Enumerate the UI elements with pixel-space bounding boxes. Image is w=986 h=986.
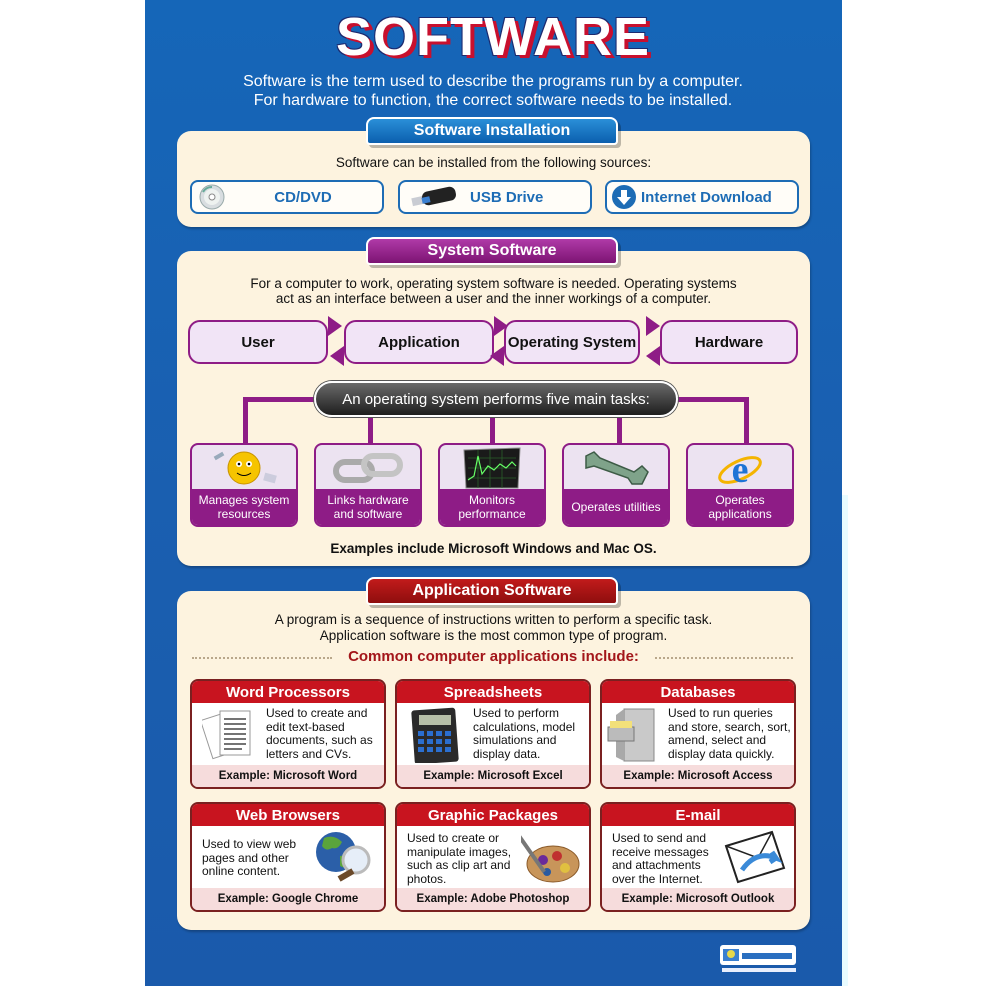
flow-user: User [188,320,328,364]
application-text-2: Application software is the most common … [319,628,668,643]
card-body: Used to send and receive messages and at… [602,826,794,888]
performance-monitor-icon [440,445,544,491]
source-label: CD/DVD [274,188,332,206]
card-databases: Databases Used to run queries and store,… [600,679,796,789]
source-cd-dvd: CD/DVD [190,180,384,214]
system-text-2: act as an interface between a user and t… [275,291,712,306]
card-title: Databases [602,681,794,703]
divider [655,657,793,659]
card-description: Used to send and receive messages and at… [612,831,709,886]
download-icon [607,184,641,210]
system-text-1: For a computer to work, operating system… [250,276,737,291]
card-title: Web Browsers [192,804,384,826]
card-title: Spreadsheets [397,681,589,703]
card-example: Example: Microsoft Outlook [602,888,794,910]
usb-drive-icon [400,185,470,209]
filing-cabinet-icon [606,707,662,768]
page-title: SOFTWARE [336,7,650,67]
card-description: Used to create or manipulate images, suc… [407,831,512,886]
task-manages-resources: Manages system resources [190,443,298,527]
connector-line [744,397,749,445]
wrench-icon [564,445,668,491]
divider [192,657,332,659]
intro-text: Software is the term used to describe th… [0,72,986,110]
connector-line [490,416,495,444]
applications-subheading: Common computer applications include: [348,648,639,665]
arrow-right-icon [494,316,508,336]
card-title: E-mail [602,804,794,826]
card-body: Used to create and edit text-based docum… [192,703,384,765]
connector-line [243,397,248,445]
arrow-left-icon [490,346,504,366]
card-description: Used to view web pages and other online … [202,837,297,878]
task-operates-utilities: Operates utilities [562,443,670,527]
source-internet-download: Internet Download [605,180,799,214]
documents-icon [199,705,258,768]
card-body: Used to perform calculations, model simu… [397,703,589,765]
source-label: USB Drive [470,188,544,206]
task-label: Links hardware and software [316,489,420,525]
arrow-left-icon [646,346,660,366]
card-description: Used to perform calculations, model simu… [473,706,576,761]
paint-palette-icon [516,828,583,891]
intro-line-2: For hardware to function, the correct so… [253,92,733,109]
card-body: Used to view web pages and other online … [192,826,384,888]
system-software-tab: System Software [366,237,618,265]
source-usb-drive: USB Drive [398,180,592,214]
globe-magnifier-icon [310,828,376,891]
publisher-logo [720,945,796,965]
task-links-hardware: Links hardware and software [314,443,422,527]
card-e-mail: E-mail Used to send and receive messages… [600,802,796,912]
card-word-processors: Word Processors Used to create and edit … [190,679,386,789]
arrow-right-icon [328,316,342,336]
source-label: Internet Download [641,188,772,206]
task-operates-applications: e Operates applications [686,443,794,527]
card-example: Example: Microsoft Access [602,765,794,787]
card-title: Word Processors [192,681,384,703]
connector-line [368,416,373,444]
card-example: Example: Microsoft Word [192,765,384,787]
application-text-1: A program is a sequence of instructions … [274,612,713,627]
intro-line-1: Software is the term used to describe th… [243,73,743,90]
card-description: Used to create and edit text-based docum… [266,706,373,761]
arrow-left-icon [330,346,344,366]
internet-explorer-icon: e [688,445,792,491]
card-web-browsers: Web Browsers Used to view web pages and … [190,802,386,912]
card-title: Graphic Packages [397,804,589,826]
card-graphic-packages: Graphic Packages Used to create or manip… [395,802,591,912]
task-label: Manages system resources [192,489,296,525]
tasks-banner: An operating system performs five main t… [314,381,678,417]
installation-text: Software can be installed from the follo… [335,155,652,170]
application-software-tab: Application Software [366,577,618,605]
arrow-right-icon [646,316,660,336]
task-label: Operates applications [688,489,792,525]
task-label: Monitors performance [440,489,544,525]
publisher-footnote [722,968,796,972]
card-body: Used to run queries and store, search, s… [602,703,794,765]
svg-text:e: e [732,449,749,490]
task-monitors-performance: Monitors performance [438,443,546,527]
card-description: Used to run queries and store, search, s… [668,706,791,761]
disc-icon [192,184,232,210]
card-spreadsheets: Spreadsheets Used to perform calculation… [395,679,591,789]
card-example: Example: Google Chrome [192,888,384,910]
card-body: Used to create or manipulate images, suc… [397,826,589,888]
connector-line [677,397,749,402]
connector-line [617,416,622,444]
chain-link-icon [316,445,420,491]
installation-tab: Software Installation [366,117,618,145]
card-example: Example: Adobe Photoshop [397,888,589,910]
edge-strip [842,495,848,986]
envelope-icon [722,830,788,889]
task-label: Operates utilities [564,489,668,525]
flow-application: Application [344,320,494,364]
calculator-icon [409,707,459,768]
flow-operating-system: Operating System [504,320,640,364]
os-examples: Examples include Microsoft Windows and M… [330,541,657,556]
busy-character-icon [192,445,296,491]
card-example: Example: Microsoft Excel [397,765,589,787]
connector-line [243,397,315,402]
flow-hardware: Hardware [660,320,798,364]
